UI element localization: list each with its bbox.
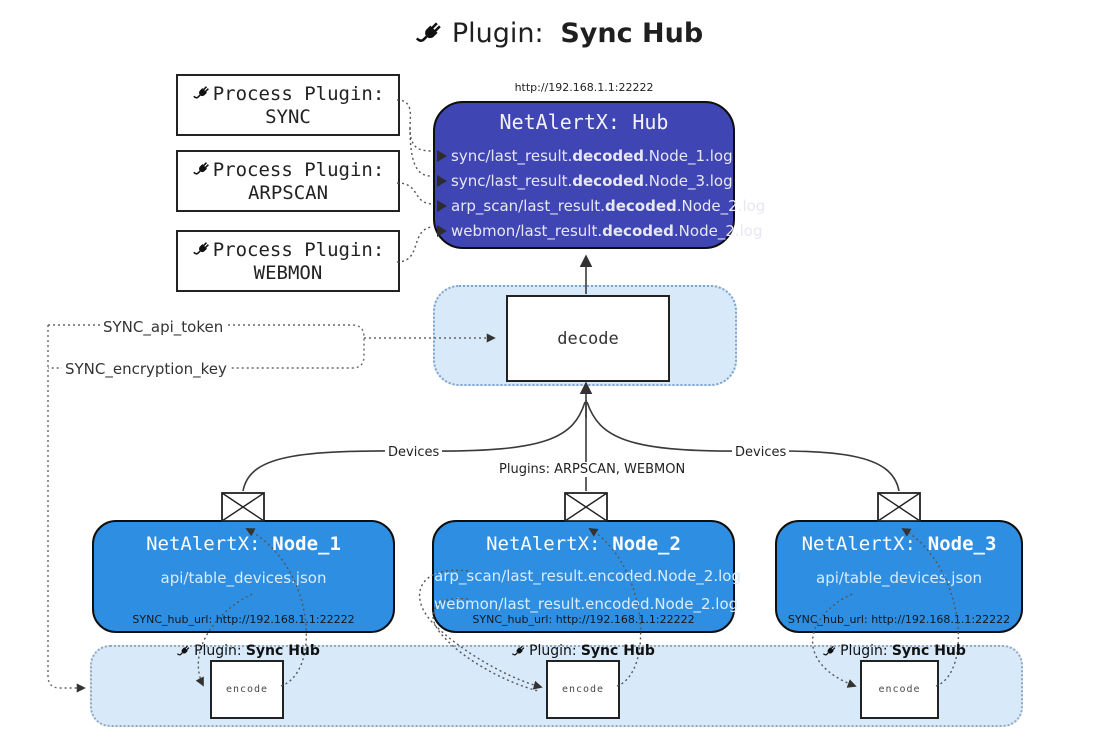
process-plugin-name: SYNC	[265, 105, 311, 128]
hub-title: NetAlertX:Hub	[499, 110, 669, 134]
node-3-box: NetAlertX:Node_3 api/table_devices.json …	[775, 520, 1023, 633]
plug-icon	[511, 644, 526, 659]
plug-icon	[192, 240, 211, 259]
hub-url: http://192.168.1.1:22222	[514, 81, 654, 94]
process-plugin-label: Process Plugin:	[212, 82, 385, 105]
process-plugin-arpscan-box: Process Plugin: ARPSCAN	[176, 150, 400, 212]
process-plugin-webmon-box: Process Plugin: WEBMON	[176, 230, 400, 292]
plug-icon	[192, 160, 211, 179]
node-title: NetAlertX:Node_2	[486, 533, 681, 555]
process-plugin-name: WEBMON	[253, 261, 323, 284]
plug-icon	[414, 19, 444, 49]
node-title: NetAlertX:Node_3	[801, 533, 997, 555]
encode-box: encode	[546, 660, 620, 719]
node-title: NetAlertX:Node_1	[146, 533, 341, 555]
arrow-right-icon	[437, 149, 447, 162]
encode-box: encode	[860, 660, 939, 719]
encode-plugin-label: Plugin:Sync Hub	[794, 643, 994, 659]
process-plugin-label: Process Plugin:	[212, 158, 385, 181]
process-plugin-name: ARPSCAN	[247, 181, 329, 204]
node-file-line: api/table_devices.json	[816, 569, 982, 587]
devices-right-label: Devices	[732, 445, 790, 460]
node-hub-url: SYNC_hub_url: http://192.168.1.1:22222	[787, 613, 1011, 626]
hub-log-line: arp_scan/last_result.decoded.Node_2.log	[435, 193, 765, 218]
process-plugin-sync-box: Process Plugin: SYNC	[176, 74, 400, 136]
node-file-line: api/table_devices.json	[160, 569, 327, 587]
plug-icon	[192, 84, 211, 103]
hub-log-line: sync/last_result.decoded.Node_1.log	[435, 143, 733, 168]
hub-log-line: webmon/last_result.decoded.Node_2.log	[435, 218, 763, 243]
encode-plugin-label: Plugin:Sync Hub	[483, 643, 683, 659]
plug-icon	[176, 644, 191, 659]
process-plugin-label: Process Plugin:	[212, 238, 385, 261]
node-2-box: NetAlertX:Node_2 arp_scan/last_result.en…	[432, 520, 741, 633]
plug-icon	[822, 644, 837, 659]
decode-box: decode	[506, 295, 670, 382]
hub-title-name: Hub	[632, 110, 669, 134]
page-title-name: Sync Hub	[560, 18, 704, 49]
encode-plugin-label: Plugin:Sync Hub	[148, 643, 348, 659]
arrow-right-icon	[437, 224, 447, 237]
envelope-icon	[877, 492, 921, 522]
node-file-line: arp_scan/last_result.encoded.Node_2.log	[434, 567, 741, 585]
arrow-right-icon	[437, 199, 447, 212]
envelope-icon	[221, 492, 265, 522]
process-to-hub-connectors	[396, 99, 432, 263]
encode-box: encode	[210, 660, 284, 719]
config-connectors	[47, 324, 496, 693]
arrow-right-icon	[437, 174, 447, 187]
sync-api-token-label: SYNC_api_token	[100, 318, 227, 336]
node-hub-url: SYNC_hub_url: http://192.168.1.1:22222	[132, 613, 355, 626]
envelope-icon	[564, 492, 608, 522]
hub-box: NetAlertX:Hub sync/last_result.decoded.N…	[433, 101, 765, 249]
plugins-middle-label: Plugins: ARPSCAN, WEBMON	[496, 462, 689, 477]
page-title: Plugin:Sync Hub	[0, 18, 1117, 49]
node-hub-url: SYNC_hub_url: http://192.168.1.1:22222	[472, 613, 695, 626]
sync-encryption-key-label: SYNC_encryption_key	[62, 360, 230, 378]
hub-log-line: sync/last_result.decoded.Node_3.log	[435, 168, 733, 193]
page-title-text: Plugin:Sync Hub	[451, 18, 704, 49]
node-1-box: NetAlertX:Node_1 api/table_devices.json …	[92, 520, 395, 633]
devices-left-label: Devices	[385, 445, 443, 460]
